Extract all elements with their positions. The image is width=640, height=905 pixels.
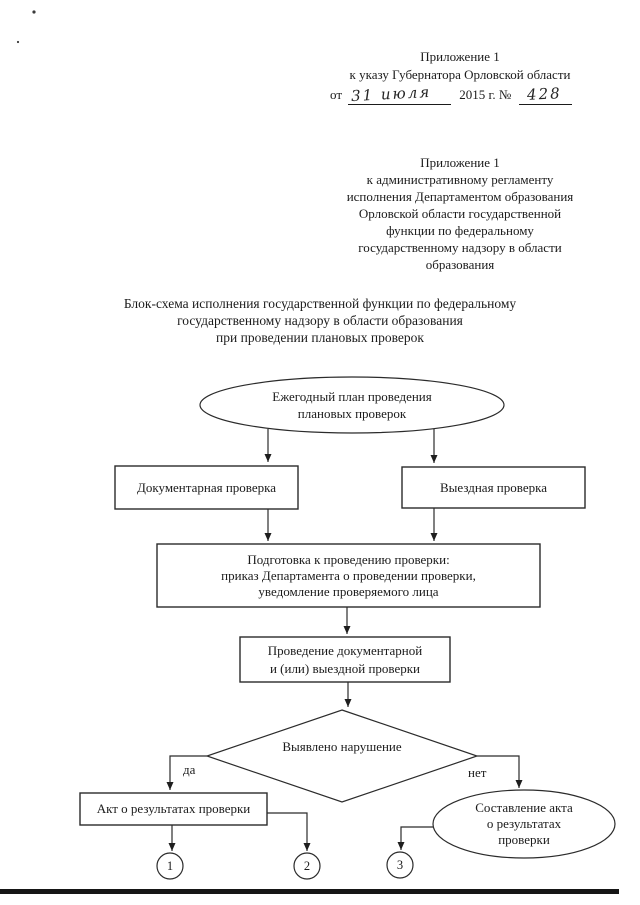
connector-circle-3-label: 3 [396,857,404,872]
date-prefix: от [330,87,343,102]
connector-circle-1-shape [156,852,184,880]
number-underline: 428 [519,84,572,105]
start-ellipse-label: Ежегодный план проведения плановых прове… [272,389,432,421]
connector-circle-2-shape [293,852,321,880]
date-suffix: 2015 г. № [459,87,512,102]
document-title: Блок-схема исполнения государственной фу… [123,296,517,345]
result-ellipse-label: Составление акта о результатах проверки [475,800,573,847]
scan-speck [16,40,20,44]
connector-circle-3-shape [386,851,414,879]
handwritten-number: 428 [526,84,563,104]
preparation-box-shape [156,543,541,608]
annex-note-1: Приложение 1 к указу Губернатора Орловск… [310,48,610,105]
arrow-decision-no-to-result [477,755,523,788]
decision-diamond-label: Выявлено нарушение [282,739,402,754]
handwritten-date: 31 июля [350,82,432,106]
result-ellipse-shape [432,789,616,859]
scan-edge-bar [0,889,619,894]
yes-branch-label: да [183,762,196,777]
annex-1-date-line: от 31 июля 2015 г. № 428 [310,82,610,106]
arrow-act-to-circle-2 [267,812,311,851]
field-check-box-shape [401,466,586,509]
act-box-label: Акт о результатах проверки [96,801,251,816]
connector-circle-2-label: 2 [303,858,311,873]
annex-1-title: Приложение 1 [420,49,500,64]
date-underline: 31 июля [348,82,452,106]
connector-circle-1-label: 1 [166,858,174,873]
conduct-box-shape [239,636,451,683]
arrow-decision-yes-to-act [166,755,207,790]
annex-1-subtitle: к указу Губернатора Орловской области [349,67,571,82]
documentary-check-box-label: Документарная проверка [136,479,277,495]
decision-diamond-shape [205,709,479,803]
conduct-box-label: Проведение документарной и (или) выездно… [267,642,423,676]
arrow-result-to-circle-3 [397,826,433,850]
documentary-check-box-shape [114,465,299,510]
start-ellipse-shape [199,376,505,434]
field-check-box-label: Выездная проверка [440,479,547,495]
preparation-box-label: Подготовка к проведению проверки: приказ… [221,551,476,599]
annex-note-2: Приложение 1 к административному регламе… [346,155,574,272]
no-branch-label: нет [468,765,487,780]
act-box-shape [79,792,268,826]
scan-speck [32,10,36,14]
